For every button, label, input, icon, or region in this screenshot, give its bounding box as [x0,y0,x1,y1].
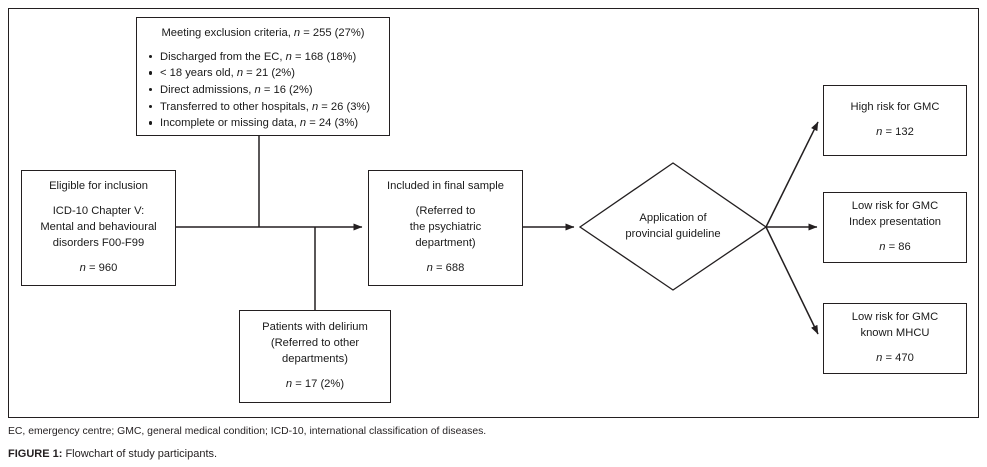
edge-decision-to-low-risk-mhcu [765,226,819,335]
delirium-line-3: departments) [282,353,348,365]
figure-label: FIGURE 1: [8,447,63,460]
included-line-1: Included in final sample [387,180,504,193]
included-count: n = 688 [426,261,465,274]
eligible-line-3: Mental and behavioural [40,221,157,234]
eligible-line-2: ICD-10 Chapter V: [52,205,145,218]
caption-block: EC, emergency centre; GMC, general medic… [8,424,979,462]
low-risk-mhcu-count: n = 470 [876,351,914,364]
figure-caption: FIGURE 1: Flowchart of study participant… [8,447,979,462]
eligible-line-4: disorders F00-F99 [52,236,145,249]
abbreviations-line: EC, emergency centre; GMC, general medic… [8,426,487,437]
included-line-3: the psychiatric [409,221,482,234]
high-risk-line-1: High risk for GMC [850,101,940,114]
list-item: Incomplete or missing data, n = 24 (3%) [147,115,379,132]
list-item: Discharged from the EC, n = 168 (18%) [147,49,379,66]
list-item: Direct admissions, n = 16 (2%) [147,82,379,99]
exclusion-title: Meeting exclusion criteria, n = 255 (27%… [161,27,365,39]
node-eligible-for-inclusion: Eligible for inclusion ICD-10 Chapter V:… [21,170,176,286]
eligible-count: n = 960 [79,261,118,274]
node-exclusion-criteria: Meeting exclusion criteria, n = 255 (27%… [136,17,390,136]
included-line-2: (Referred to [415,205,476,218]
edge-decision-to-high-risk [765,121,819,228]
delirium-line-2: (Referred to other [270,337,360,350]
high-risk-count: n = 132 [876,126,914,138]
decision-label: Application of provincial guideline [580,163,766,290]
low-risk-mhcu-line-2: known MHCU [860,327,930,340]
node-patients-with-delirium: Patients with delirium (Referred to othe… [239,310,391,403]
list-item: Transferred to other hospitals, n = 26 (… [147,99,379,116]
exclusion-item-list: Discharged from the EC, n = 168 (18%) < … [147,49,379,132]
included-line-4: department) [415,236,476,249]
node-high-risk-gmc: High risk for GMC n = 132 [823,85,967,156]
low-risk-mhcu-line-1: Low risk for GMC [851,311,939,324]
delirium-count: n = 17 (2%) [285,377,345,390]
list-item: < 18 years old, n = 21 (2%) [147,65,379,82]
node-decision-application-of-guideline: Application of provincial guideline [580,163,766,290]
low-risk-index-line-1: Low risk for GMC [851,200,939,213]
figure-caption-text: Flowchart of study participants. [62,447,218,460]
decision-line-2: provincial guideline [625,227,721,240]
node-low-risk-gmc-index-presentation: Low risk for GMC Index presentation n = … [823,192,967,263]
low-risk-index-line-2: Index presentation [848,216,942,229]
low-risk-index-count: n = 86 [879,240,911,253]
eligible-line-1: Eligible for inclusion [49,180,148,193]
decision-line-1: Application of [639,211,707,224]
node-low-risk-gmc-known-mhcu: Low risk for GMC known MHCU n = 470 [823,303,967,374]
delirium-line-1: Patients with delirium [262,321,368,334]
node-included-final-sample: Included in final sample (Referred to th… [368,170,523,286]
